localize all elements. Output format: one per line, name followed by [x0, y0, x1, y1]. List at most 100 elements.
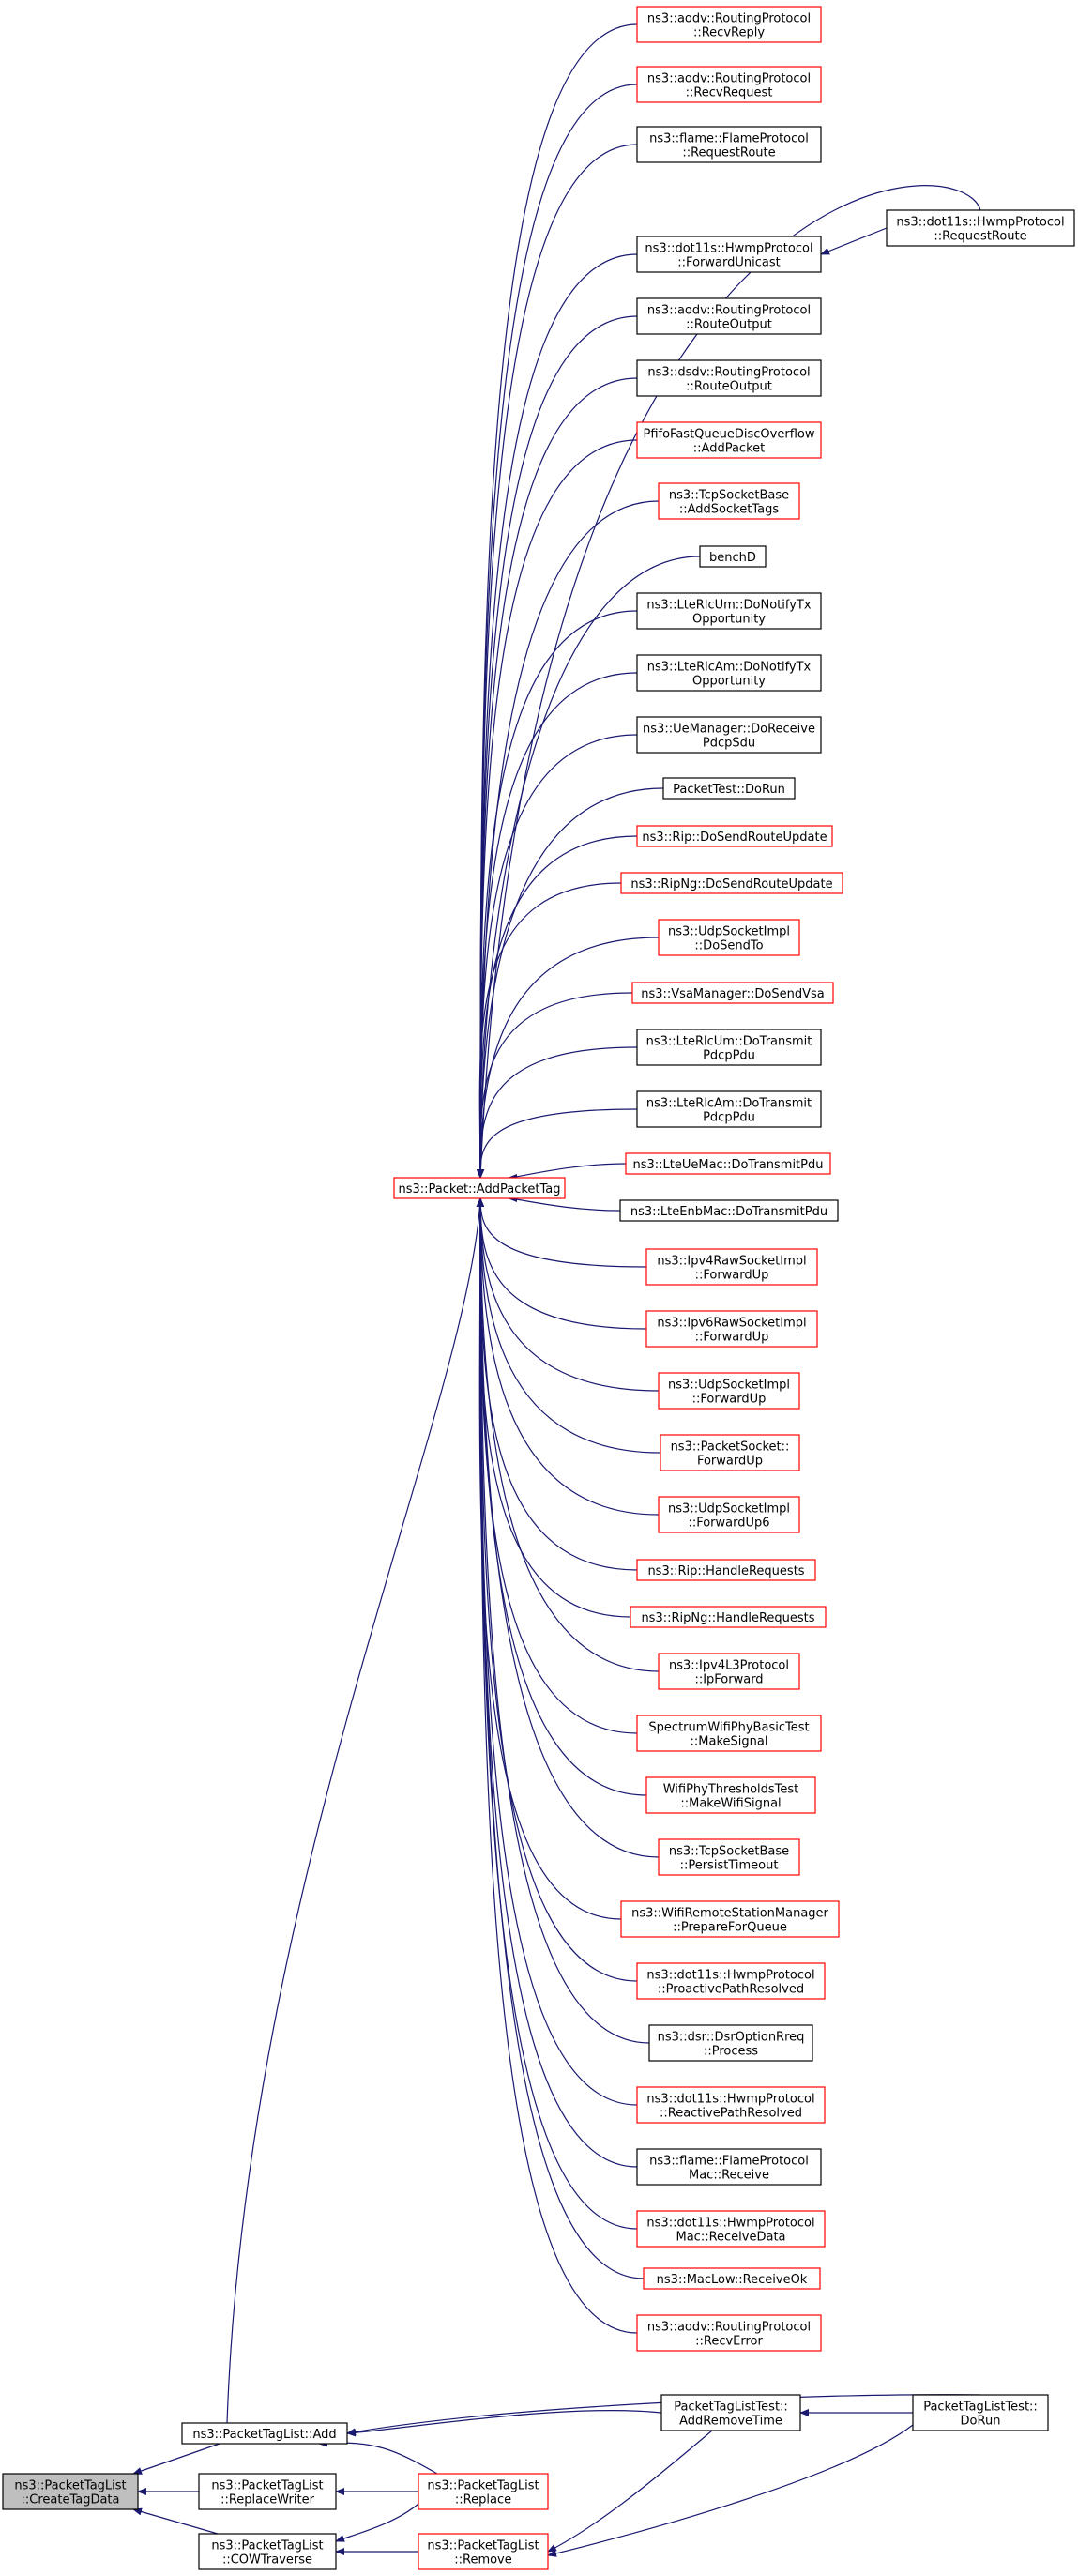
- node-aodv-routingprotocol-recverror[interactable]: ns3::aodv::RoutingProtocol::RecvError: [636, 2314, 822, 2352]
- node-dsr-dsroptionrreq-process[interactable]: ns3::dsr::DsrOptionRreq::Process: [648, 2024, 813, 2062]
- node-rip-dosendrouteupdate[interactable]: ns3::Rip::DoSendRouteUpdate: [636, 825, 833, 847]
- node-dot11s-hwmpprotocol-proactivepathresolved[interactable]: ns3::dot11s::HwmpProtocol::ProactivePath…: [636, 1962, 826, 2000]
- node-label: ns3::PacketTagList::Add: [192, 2428, 336, 2442]
- node-box: [630, 1606, 827, 1628]
- call-edge: [476, 1197, 638, 2168]
- node-ipv4l3protocol-ipforward[interactable]: ns3::Ipv4L3Protocol::IpForward: [658, 1653, 800, 1690]
- node-maclow-receiveok[interactable]: ns3::MacLow::ReceiveOk: [643, 2267, 821, 2290]
- node-packettaglist-replacewriter[interactable]: ns3::PacketTagList::ReplaceWriter: [198, 2473, 337, 2510]
- node-box: [636, 359, 822, 397]
- node-label: ns3::RipNg::DoSendRouteUpdate: [630, 877, 832, 892]
- node-label: ::ForwardUnicast: [677, 256, 780, 270]
- node-label: PfifoFastQueueDiscOverflow: [644, 428, 815, 442]
- node-label: ns3::LteRlcUm::DoTransmit: [646, 1035, 812, 1049]
- node-label: ns3::dot11s::HwmpProtocol: [896, 216, 1064, 230]
- node-tcpsocketbase-persisttimeout[interactable]: ns3::TcpSocketBase::PersistTimeout: [658, 1838, 800, 1876]
- call-edge: [476, 23, 638, 1179]
- node-tcpsocketbase-addsockettags[interactable]: ns3::TcpSocketBase::AddSocketTags: [658, 482, 800, 520]
- node-box: [636, 1962, 826, 2000]
- node-vsamanager-dosendvsa[interactable]: ns3::VsaManager::DoSendVsa: [631, 982, 834, 1004]
- call-edge: [477, 1197, 650, 2044]
- node-packettest-dorun[interactable]: PacketTest::DoRun: [662, 777, 796, 800]
- node-label: ::ForwardUp6: [688, 1517, 769, 1531]
- node-wifiphythresholdstest-makewifisignal[interactable]: WifiPhyThresholdsTest::MakeWifiSignal: [645, 1776, 816, 1814]
- node-dot11s-hwmpprotocol-forwardunicast[interactable]: ns3::dot11s::HwmpProtocol::ForwardUnicas…: [636, 236, 822, 273]
- node-box: [648, 2024, 813, 2062]
- node-dot11s-hwmpprotocol-reactivepathresolved[interactable]: ns3::dot11s::HwmpProtocol::ReactivePathR…: [636, 2086, 826, 2124]
- node-aodv-routingprotocol-recvrequest[interactable]: ns3::aodv::RoutingProtocol::RecvRequest: [636, 66, 822, 103]
- node-label: ns3::UeManager::DoReceive: [643, 723, 815, 737]
- call-edge: [477, 787, 664, 1179]
- node-label: benchD: [709, 551, 756, 565]
- node-dot11s-hwmpprotocol-mac-receivedata[interactable]: ns3::dot11s::HwmpProtocolMac::ReceiveDat…: [636, 2210, 826, 2248]
- node-label: ns3::dot11s::HwmpProtocol: [646, 2093, 814, 2107]
- node-box: [643, 2267, 821, 2290]
- node-rip-handlerequests[interactable]: ns3::Rip::HandleRequests: [636, 1559, 816, 1581]
- node-ipv6rawsocketimpl-forwardup[interactable]: ns3::Ipv6RawSocketImpl::ForwardUp: [645, 1310, 818, 1348]
- call-edge: [476, 672, 638, 1179]
- node-label: Opportunity: [692, 675, 766, 689]
- node-lteenbmac-dotransmitpdu[interactable]: ns3::LteEnbMac::DoTransmitPdu: [619, 1199, 839, 1222]
- node-label: ::AddSocketTags: [679, 503, 779, 517]
- node-packettaglisttest-dorun[interactable]: PacketTagListTest::DoRun: [912, 2394, 1049, 2431]
- node-benchd[interactable]: benchD: [699, 545, 767, 568]
- node-udpsocketimpl-forwardup6[interactable]: ns3::UdpSocketImpl::ForwardUp6: [658, 1496, 800, 1533]
- node-label: ::MakeWifiSignal: [680, 1797, 781, 1811]
- node-wifiremotestationmanager-prepareforqueue[interactable]: ns3::WifiRemoteStationManager::PrepareFo…: [620, 1900, 840, 1938]
- node-label: ::ReplaceWriter: [220, 2493, 315, 2507]
- node-dsdv-routingprotocol-routeoutput[interactable]: ns3::dsdv::RoutingProtocol::RouteOutput: [636, 359, 822, 397]
- call-edge: [477, 185, 981, 1179]
- node-packettaglisttest-addremovetime[interactable]: PacketTagListTest::AddRemoveTime: [660, 2394, 801, 2431]
- node-udpsocketimpl-forwardup[interactable]: ns3::UdpSocketImpl::ForwardUp: [658, 1372, 800, 1410]
- call-edge: [346, 2409, 662, 2437]
- node-box: [636, 6, 822, 43]
- node-packettaglist-createtagdata[interactable]: ns3::PacketTagList::CreateTagData: [2, 2473, 139, 2510]
- call-edge: [477, 1197, 645, 2279]
- node-aodv-routingprotocol-routeoutput[interactable]: ns3::aodv::RoutingProtocol::RouteOutput: [636, 297, 822, 335]
- node-packettaglist-cowtraverse[interactable]: ns3::PacketTagList::COWTraverse: [198, 2533, 337, 2570]
- call-edge: [476, 882, 622, 1179]
- node-packetsocket-forwardup[interactable]: ns3::PacketSocket::ForwardUp: [660, 1434, 800, 1471]
- node-ripng-handlerequests[interactable]: ns3::RipNg::HandleRequests: [630, 1606, 827, 1628]
- node-box: [181, 2422, 348, 2445]
- node-label: DoRun: [961, 2415, 1001, 2429]
- node-box: [636, 592, 822, 630]
- node-udpsocketimpl-dosendto[interactable]: ns3::UdpSocketImpl::DoSendTo: [658, 919, 800, 956]
- node-label: ns3::Ipv6RawSocketImpl: [657, 1317, 806, 1331]
- node-box: [636, 2086, 826, 2124]
- node-label: PacketTest::DoRun: [673, 783, 785, 797]
- node-box: [636, 1715, 822, 1752]
- node-pfifofastqueuediscoverflow-addpacket[interactable]: PfifoFastQueueDiscOverflow::AddPacket: [636, 421, 822, 459]
- node-ipv4rawsocketimpl-forwardup[interactable]: ns3::Ipv4RawSocketImpl::ForwardUp: [645, 1248, 818, 1286]
- node-lteuemac-dotransmitpdu[interactable]: ns3::LteUeMac::DoTransmitPdu: [625, 1152, 831, 1175]
- node-box: [636, 2148, 822, 2186]
- call-edge: [476, 1197, 638, 1982]
- node-spectrumwifiphybasictest-makesignal[interactable]: SpectrumWifiPhyBasicTest::MakeSignal: [636, 1715, 822, 1752]
- node-flame-flameprotocol-requestroute[interactable]: ns3::flame::FlameProtocol::RequestRoute: [636, 126, 822, 163]
- node-packettaglist-replace[interactable]: ns3::PacketTagList::Replace: [418, 2473, 549, 2510]
- call-edge: [476, 992, 633, 1179]
- call-edge: [476, 1197, 638, 2334]
- node-label: ns3::dsr::DsrOptionRreq: [658, 2031, 805, 2045]
- node-packet-addpackettag[interactable]: ns3::Packet::AddPacketTag: [393, 1177, 566, 1199]
- node-box: [636, 421, 822, 459]
- node-label: ::Replace: [455, 2493, 511, 2507]
- node-label: Mac::Receive: [689, 2169, 769, 2183]
- node-aodv-routingprotocol-recvreply[interactable]: ns3::aodv::RoutingProtocol::RecvReply: [636, 6, 822, 43]
- node-label: ns3::aodv::RoutingProtocol: [647, 304, 811, 318]
- node-label: ::PrepareForQueue: [673, 1921, 787, 1935]
- node-label: ns3::UdpSocketImpl: [668, 925, 790, 939]
- node-label: ns3::flame::FlameProtocol: [649, 132, 809, 146]
- node-dot11s-hwmpprotocol-requestroute[interactable]: ns3::dot11s::HwmpProtocol::RequestRoute: [886, 209, 1075, 247]
- node-packettaglist-remove[interactable]: ns3::PacketTagList::Remove: [418, 2533, 549, 2570]
- node-ripng-dosendrouteupdate[interactable]: ns3::RipNg::DoSendRouteUpdate: [620, 872, 843, 894]
- node-packettaglist-add[interactable]: ns3::PacketTagList::Add: [181, 2422, 348, 2445]
- node-label: PacketTagListTest::: [674, 2401, 788, 2415]
- node-label: ::AddPacket: [693, 442, 765, 456]
